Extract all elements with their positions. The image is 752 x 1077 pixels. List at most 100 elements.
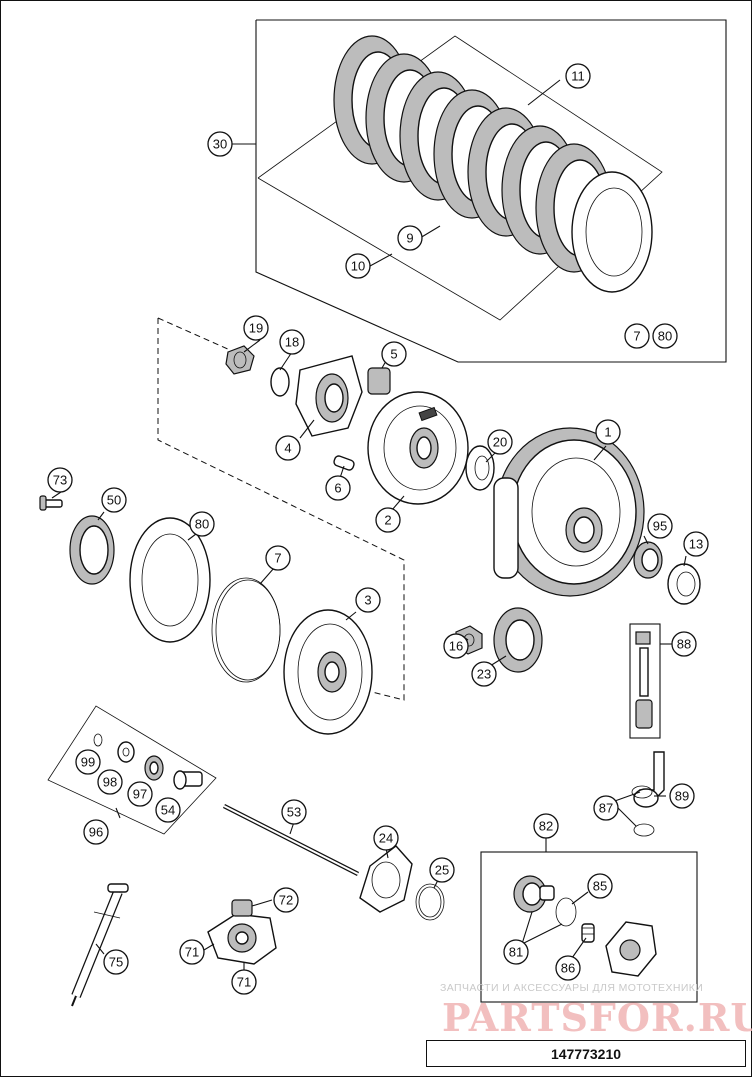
callout-2: 2 — [375, 507, 401, 533]
callout-25: 25 — [429, 857, 455, 883]
sleeve-13 — [667, 563, 701, 605]
svg-text:18: 18 — [285, 335, 299, 350]
release-kit-96 — [47, 705, 217, 835]
o-ring-25 — [415, 883, 445, 921]
watermark-logo: PARTSFOR.RU — [442, 995, 752, 1040]
washer-20 — [465, 445, 495, 491]
spring-ring-50 — [69, 515, 115, 585]
svg-text:54: 54 — [161, 803, 175, 818]
svg-text:50: 50 — [107, 493, 121, 508]
primary-gear-23 — [493, 607, 543, 673]
banjo-bolt-89 — [633, 751, 665, 808]
gasket-24 — [359, 845, 413, 913]
callout-81: 81 — [503, 939, 529, 965]
callout-1: 1 — [595, 419, 621, 445]
slave-cylinder-71 — [207, 899, 277, 965]
callout-86: 86 — [555, 955, 581, 981]
callout-73: 73 — [47, 467, 73, 493]
callout-5: 5 — [381, 341, 407, 367]
fitting-kit-88 — [629, 623, 661, 739]
callout-13: 13 — [683, 531, 709, 557]
callout-6: 6 — [325, 475, 351, 501]
callout-18: 18 — [279, 329, 305, 355]
callout-99: 99 — [75, 749, 101, 775]
svg-text:97: 97 — [133, 787, 147, 802]
diagram-code: 147773210 — [426, 1040, 746, 1067]
svg-text:10: 10 — [351, 259, 365, 274]
clutch-center-assembly — [157, 317, 495, 701]
svg-text:71: 71 — [185, 945, 199, 960]
svg-text:87: 87 — [599, 801, 613, 816]
retainer-5 — [367, 367, 391, 395]
bolt-73 — [39, 495, 63, 511]
svg-text:85: 85 — [593, 879, 607, 894]
svg-text:86: 86 — [561, 961, 575, 976]
svg-text:6: 6 — [334, 481, 341, 496]
nut-19 — [225, 345, 255, 375]
callout-82: 82 — [533, 813, 559, 839]
callout-53: 53 — [281, 799, 307, 825]
callout-96: 96 — [83, 819, 109, 845]
svg-text:89: 89 — [675, 789, 689, 804]
callout-88: 88 — [671, 631, 697, 657]
callout-24: 24 — [373, 825, 399, 851]
callout-71-bottom: 71 — [231, 969, 257, 995]
svg-text:16: 16 — [449, 639, 463, 654]
callout-80-mid: 80 — [189, 511, 215, 537]
callout-20: 20 — [487, 429, 513, 455]
svg-text:5: 5 — [390, 347, 397, 362]
callout-11: 11 — [565, 63, 591, 89]
callout-95: 95 — [647, 513, 673, 539]
callout-54: 54 — [155, 797, 181, 823]
grease-syringe-75 — [71, 883, 129, 1007]
callout-3: 3 — [355, 587, 381, 613]
callout-72: 72 — [273, 887, 299, 913]
svg-text:75: 75 — [109, 955, 123, 970]
svg-text:53: 53 — [287, 805, 301, 820]
svg-text:2: 2 — [384, 513, 391, 528]
callout-85: 85 — [587, 873, 613, 899]
callout-75: 75 — [103, 949, 129, 975]
svg-text:4: 4 — [284, 441, 291, 456]
svg-text:11: 11 — [571, 69, 585, 84]
callout-4: 4 — [275, 435, 301, 461]
push-rod-53 — [222, 803, 360, 877]
svg-text:30: 30 — [213, 137, 227, 152]
svg-text:3: 3 — [364, 593, 371, 608]
pin-6 — [333, 455, 355, 471]
svg-text:80: 80 — [195, 517, 209, 532]
clutch-plates-stack — [333, 35, 653, 293]
callout-19: 19 — [243, 315, 269, 341]
svg-text:81: 81 — [509, 945, 523, 960]
svg-text:7: 7 — [633, 329, 640, 344]
pressure-plate-3 — [283, 609, 373, 735]
svg-text:73: 73 — [53, 473, 67, 488]
svg-text:98: 98 — [103, 775, 117, 790]
callout-71-left: 71 — [179, 939, 205, 965]
lock-washer-18 — [270, 367, 290, 397]
svg-text:23: 23 — [477, 667, 491, 682]
bushing-95 — [633, 541, 663, 579]
clutch-plate-pack — [232, 19, 727, 363]
svg-text:95: 95 — [653, 519, 667, 534]
seal-ring-87a — [631, 785, 653, 799]
callout-7-mid: 7 — [265, 545, 291, 571]
callout-30: 30 — [207, 131, 233, 157]
leader-lines — [51, 339, 687, 970]
svg-text:25: 25 — [435, 863, 449, 878]
callout-10: 10 — [345, 253, 371, 279]
svg-text:24: 24 — [379, 831, 393, 846]
svg-text:19: 19 — [249, 321, 263, 336]
callout-9: 9 — [397, 225, 423, 251]
callout-16: 16 — [443, 633, 469, 659]
callout-80-top: 80 — [652, 323, 678, 349]
svg-text:80: 80 — [658, 329, 672, 344]
svg-text:13: 13 — [689, 537, 703, 552]
callout-97: 97 — [127, 781, 153, 807]
slave-kit-82 — [480, 851, 698, 1003]
svg-text:71: 71 — [237, 975, 251, 990]
svg-text:7: 7 — [274, 551, 281, 566]
svg-text:1: 1 — [604, 425, 611, 440]
svg-text:20: 20 — [493, 435, 507, 450]
